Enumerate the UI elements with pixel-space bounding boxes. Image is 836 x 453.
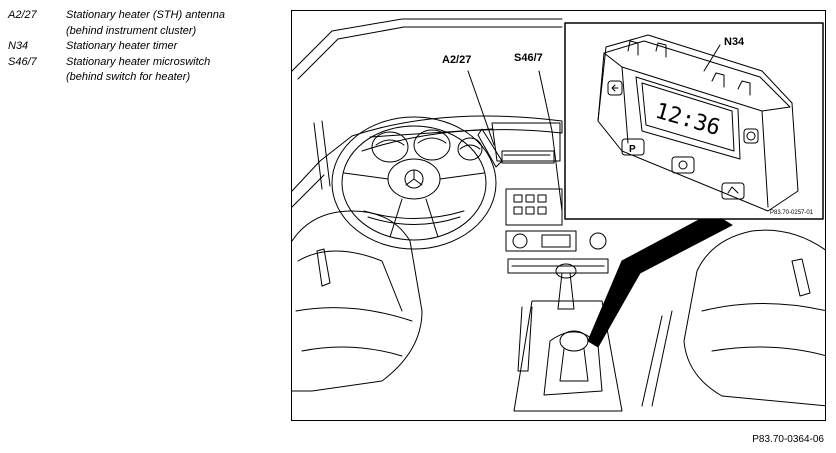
timer-button-p-label: P [629, 144, 636, 155]
instrument-cluster [369, 128, 493, 163]
legend-code: S46/7 [8, 55, 37, 68]
legend-line: (behind instrument cluster) [66, 24, 197, 37]
legend-row: N34 Stationary heater timer [8, 39, 284, 55]
legend-row: A2/27 Stationary heater (STH) antenna (b… [8, 8, 284, 39]
legend-code: A2/27 [8, 9, 37, 21]
inset-code: P83.70-0257-01 [770, 210, 814, 216]
leader-lines [467, 44, 721, 212]
antenna-marker [477, 128, 503, 168]
left-seat [292, 210, 423, 392]
legend-code: N34 [8, 40, 29, 53]
callout-n34: N34 [724, 36, 745, 48]
legend-description: Stationary heater (STH) antenna (behind … [66, 8, 284, 39]
callout-a2-27: A2/27 [442, 54, 471, 66]
right-seat [641, 229, 825, 407]
legend-line: Stationary heater timer [66, 40, 178, 53]
legend: A2/27 Stationary heater (STH) antenna (b… [8, 8, 284, 86]
car-interior-outline [292, 18, 563, 208]
center-console [505, 188, 623, 412]
dashboard-drawing: A2/27 S46/7 N34 12:36 P P83.70-0257-01 [292, 18, 825, 412]
legend-line: Stationary heater microswitch [66, 55, 211, 68]
steering-wheel [331, 116, 497, 250]
legend-description: Stationary heater microswitch (behind sw… [66, 55, 284, 86]
legend-line: (behind switch for heater) [66, 71, 191, 84]
legend-line: Stationary heater (STH) antenna [66, 9, 225, 21]
timer-inset [564, 22, 824, 348]
legend-row: S46/7 Stationary heater microswitch (beh… [8, 55, 284, 86]
dashboard-figure: A2/27 S46/7 N34 12:36 P P83.70-0257-01 [291, 10, 826, 421]
figure-code: P83.70-0364-06 [752, 434, 824, 445]
legend-description: Stationary heater timer [66, 39, 284, 55]
callout-s46-7: S46/7 [514, 52, 543, 64]
